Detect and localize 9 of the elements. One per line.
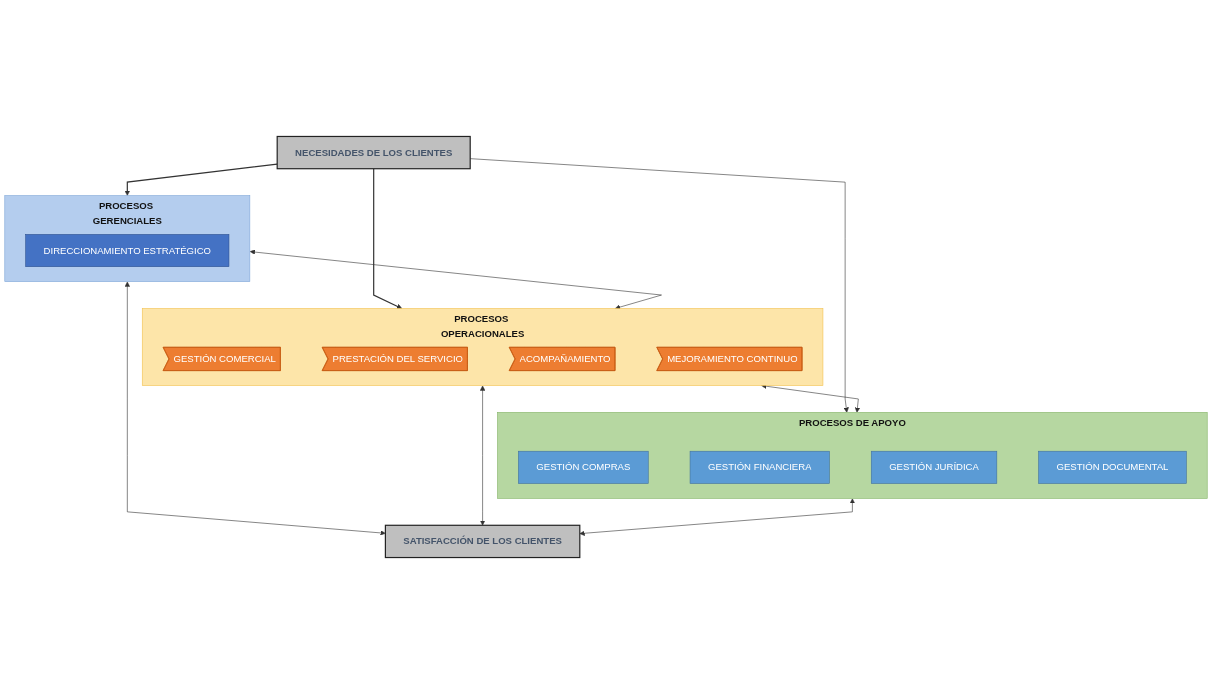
node-box: NECESIDADES DE LOS CLIENTES [276,135,471,170]
node-box: GESTIÓN DOCUMENTAL [1038,450,1187,484]
node-box: DIRECCIONAMIENTO ESTRATÉGICO [25,234,230,267]
node-box: GESTIÓN COMPRAS [518,450,649,484]
arrow [124,163,278,196]
arrow [373,168,403,309]
node-box: GESTIÓN FINANCIERA [689,450,830,484]
node-box: GESTIÓN JURÍDICA [870,450,998,484]
node-box: SATISFACCIÓN DE LOS CLIENTES [384,524,581,559]
